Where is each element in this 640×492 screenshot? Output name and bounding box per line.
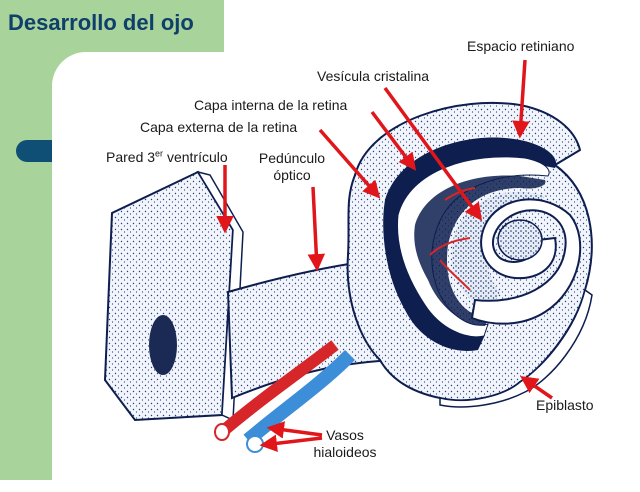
label-capa-externa-retina: Capa externa de la retina	[140, 119, 298, 135]
label-pared-superscript: er	[155, 148, 164, 159]
label-pared-tercer-ventriculo: Pared 3er ventrículo	[106, 149, 228, 166]
label-espacio-retiniano: Espacio retiniano	[467, 38, 575, 54]
pointer-arrows	[216, 59, 553, 453]
label-pared-suffix: ventrículo	[163, 149, 228, 165]
hyaloid-artery	[218, 340, 339, 437]
label-pedunculo-line2: óptico	[273, 167, 311, 183]
optic-cup-cavity	[452, 191, 548, 310]
label-pedunculo-line1: Pedúnculo	[258, 150, 326, 166]
lens-vesicle	[470, 198, 582, 325]
arrow-capa-interna	[370, 110, 417, 171]
arrow-vasos-artery	[266, 421, 323, 439]
label-vesicula-cristalina: Vesícula cristalina	[317, 68, 430, 84]
label-capa-interna-retina: Capa interna de la retina	[194, 97, 348, 113]
slide-title: Desarrollo del ojo	[8, 10, 194, 35]
arrow-capa-externa	[318, 128, 381, 199]
ventricle-opening	[149, 315, 177, 375]
arrow-pedunculo-optico	[307, 186, 326, 272]
third-ventricle-wall	[103, 170, 235, 422]
label-vasos-line2: hialoideos	[313, 444, 377, 460]
arrow-vasos-vein	[259, 434, 323, 453]
hyaloid-vein	[243, 350, 355, 446]
epiblast-layer	[439, 288, 593, 408]
arrow-espacio-retiniano	[512, 59, 530, 139]
label-epiblasto: Epiblasto	[536, 397, 594, 413]
label-pared-prefix: Pared 3	[106, 149, 156, 165]
lens-core	[497, 219, 543, 261]
label-vasos-line1: Vasos	[326, 427, 364, 443]
arrow-vesicula-cristalina	[383, 86, 483, 221]
retina-inner-layer	[414, 175, 546, 326]
arrow-epiblasto	[520, 376, 553, 400]
eye-development-diagram	[103, 59, 593, 453]
